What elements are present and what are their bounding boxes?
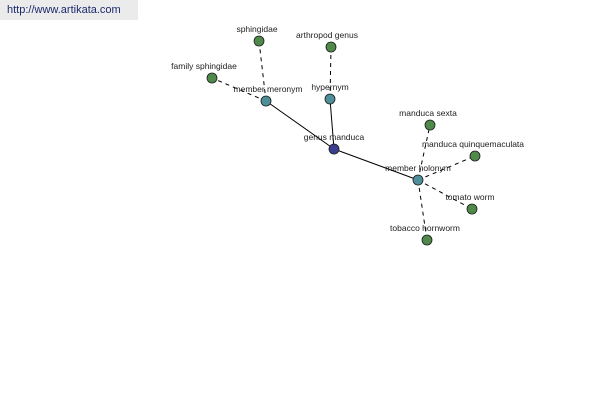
edges-layer	[211, 40, 476, 241]
node-label-sphingidae[interactable]: sphingidae	[236, 24, 277, 34]
nodes-layer	[206, 35, 481, 246]
node-label-manduca-quinquemaculata[interactable]: manduca quinquemaculata	[422, 139, 524, 149]
node-label-tobacco-hornworm[interactable]: tobacco hornworm	[390, 223, 460, 233]
edge-member-holonym-to-manduca-sexta	[417, 124, 431, 181]
node-label-tomato-worm[interactable]: tomato worm	[445, 192, 494, 202]
node-hypernym[interactable]	[324, 93, 336, 105]
node-label-hypernym[interactable]: hypernym	[311, 82, 348, 92]
node-member-holonym[interactable]	[412, 174, 424, 186]
node-genus-manduca[interactable]	[328, 143, 340, 155]
node-arthropod-genus[interactable]	[325, 41, 337, 53]
edge-member-meronym-to-sphingidae	[258, 40, 267, 102]
edge-genus-manduca-to-member-holonym	[333, 148, 419, 181]
edge-hypernym-to-arthropod-genus	[329, 46, 332, 100]
edge-member-meronym-to-family-sphingidae	[211, 77, 267, 102]
node-label-member-holonym[interactable]: member holonym	[385, 163, 451, 173]
edge-member-holonym-to-manduca-quinquemaculata	[417, 155, 476, 181]
node-manduca-quinquemaculata[interactable]	[469, 150, 481, 162]
node-label-family-sphingidae[interactable]: family sphingidae	[171, 61, 237, 71]
node-manduca-sexta[interactable]	[424, 119, 436, 131]
labels-layer: genus manduca member meronym hypernym membe…	[171, 24, 524, 233]
site-url-link[interactable]: http://www.artikata.com	[0, 0, 138, 20]
node-label-arthropod-genus[interactable]: arthropod genus	[296, 30, 358, 40]
node-label-manduca-sexta[interactable]: manduca sexta	[399, 108, 457, 118]
edge-member-holonym-to-tobacco-hornworm	[417, 179, 428, 241]
node-sphingidae[interactable]	[253, 35, 265, 47]
node-label-member-meronym[interactable]: member meronym	[234, 84, 303, 94]
node-member-meronym[interactable]	[260, 95, 272, 107]
node-label-genus-manduca[interactable]: genus manduca	[304, 132, 365, 142]
node-family-sphingidae[interactable]	[206, 72, 218, 84]
edge-member-holonym-to-tomato-worm	[417, 179, 473, 210]
node-tobacco-hornworm[interactable]	[421, 234, 433, 246]
node-tomato-worm[interactable]	[466, 203, 478, 215]
edge-genus-manduca-to-member-meronym	[265, 100, 335, 150]
edge-genus-manduca-to-hypernym	[329, 98, 335, 150]
